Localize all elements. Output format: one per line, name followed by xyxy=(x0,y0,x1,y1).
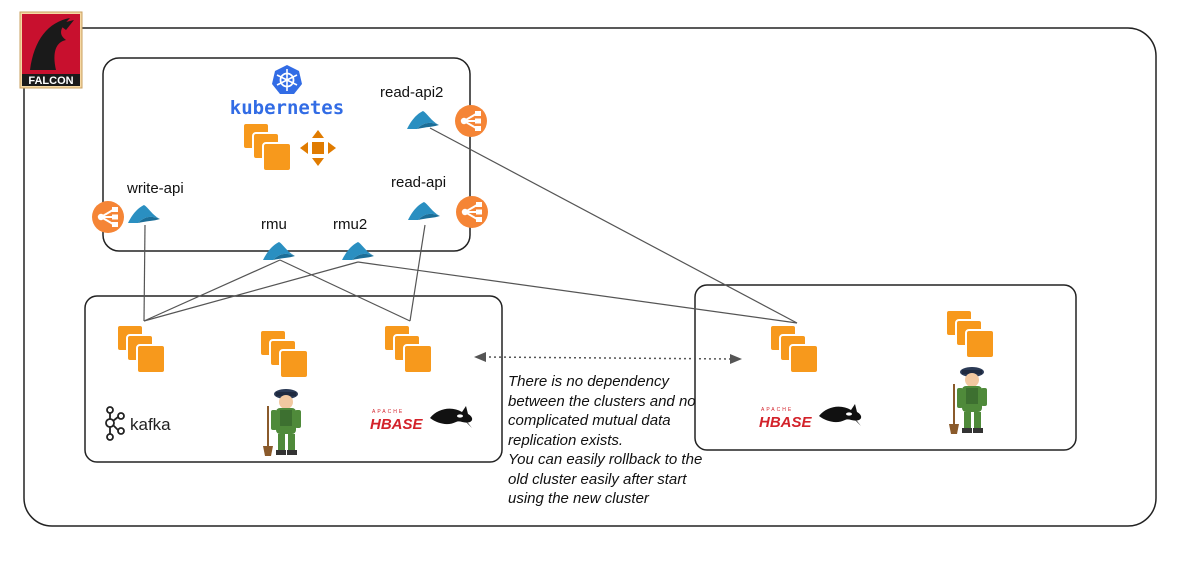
write-api-lambda-icon xyxy=(128,205,160,223)
rollback-note: There is no dependency between the clust… xyxy=(508,372,748,509)
falcon-logo-text: FALCON xyxy=(28,75,73,87)
old-hbase-label: HBASE xyxy=(370,416,424,433)
falcon-logo-icon: FALCON xyxy=(19,11,83,89)
line-rmu2-new-hbase xyxy=(357,261,798,324)
new-zookeeper-server-stack-icon xyxy=(945,309,995,359)
old-cluster-box xyxy=(84,295,503,463)
note-line: old cluster easily after start xyxy=(508,470,687,488)
new-hbase-label: HBASE xyxy=(759,414,813,431)
kubernetes-server-stack-icon xyxy=(242,122,292,172)
old-hbase-apache-label: APACHE xyxy=(372,409,404,415)
read-api2-lambda-icon xyxy=(407,111,439,129)
hbase-server-stack-icon xyxy=(383,324,433,374)
kafka-server-stack-icon xyxy=(116,324,166,374)
kubernetes-label: kubernetes xyxy=(230,97,344,119)
line-read-api2-new-hbase xyxy=(429,127,798,324)
zookeeper-icon xyxy=(262,388,302,457)
read-api-load-balancer-icon xyxy=(455,195,489,229)
line-rmu2-kafka xyxy=(143,261,359,322)
new-hbase-server-stack-icon xyxy=(769,324,819,374)
note-line: You can easily rollback to the xyxy=(508,451,703,468)
write-api-load-balancer-icon xyxy=(91,200,125,234)
autoscaling-icon xyxy=(300,130,336,166)
note-line: replication exists. xyxy=(508,431,624,449)
note-line: between the clusters and no xyxy=(508,392,696,410)
cluster-link-arrow xyxy=(474,352,742,364)
new-hbase-apache-label: APACHE xyxy=(761,407,793,413)
rmu-label: rmu xyxy=(261,216,287,233)
new-cluster-box xyxy=(694,284,1077,451)
outer-container xyxy=(23,27,1157,527)
line-rmu-hbase xyxy=(279,259,411,322)
read-api-label: read-api xyxy=(391,174,446,191)
write-api-label: write-api xyxy=(126,180,184,197)
new-hbase-icon: APACHE HBASE xyxy=(759,404,862,431)
connection-lines xyxy=(143,127,798,324)
new-zookeeper-icon xyxy=(948,366,988,435)
kubernetes-icon xyxy=(272,65,302,94)
read-api-lambda-icon xyxy=(408,202,440,220)
note-line: complicated mutual data xyxy=(508,412,671,429)
read-api2-label: read-api2 xyxy=(380,84,443,101)
line-rmu-kafka xyxy=(143,259,281,322)
note-line: using the new cluster xyxy=(508,490,649,507)
zookeeper-server-stack-icon xyxy=(259,329,309,379)
note-line: There is no dependency xyxy=(508,373,669,390)
line-write-api-kafka xyxy=(143,224,146,322)
old-hbase-icon: APACHE HBASE xyxy=(370,406,473,433)
read-api2-load-balancer-icon xyxy=(454,104,488,138)
rmu2-label: rmu2 xyxy=(333,216,367,233)
kafka-label: kafka xyxy=(130,415,171,434)
kafka-icon xyxy=(105,406,125,441)
line-read-api-hbase xyxy=(409,224,426,322)
